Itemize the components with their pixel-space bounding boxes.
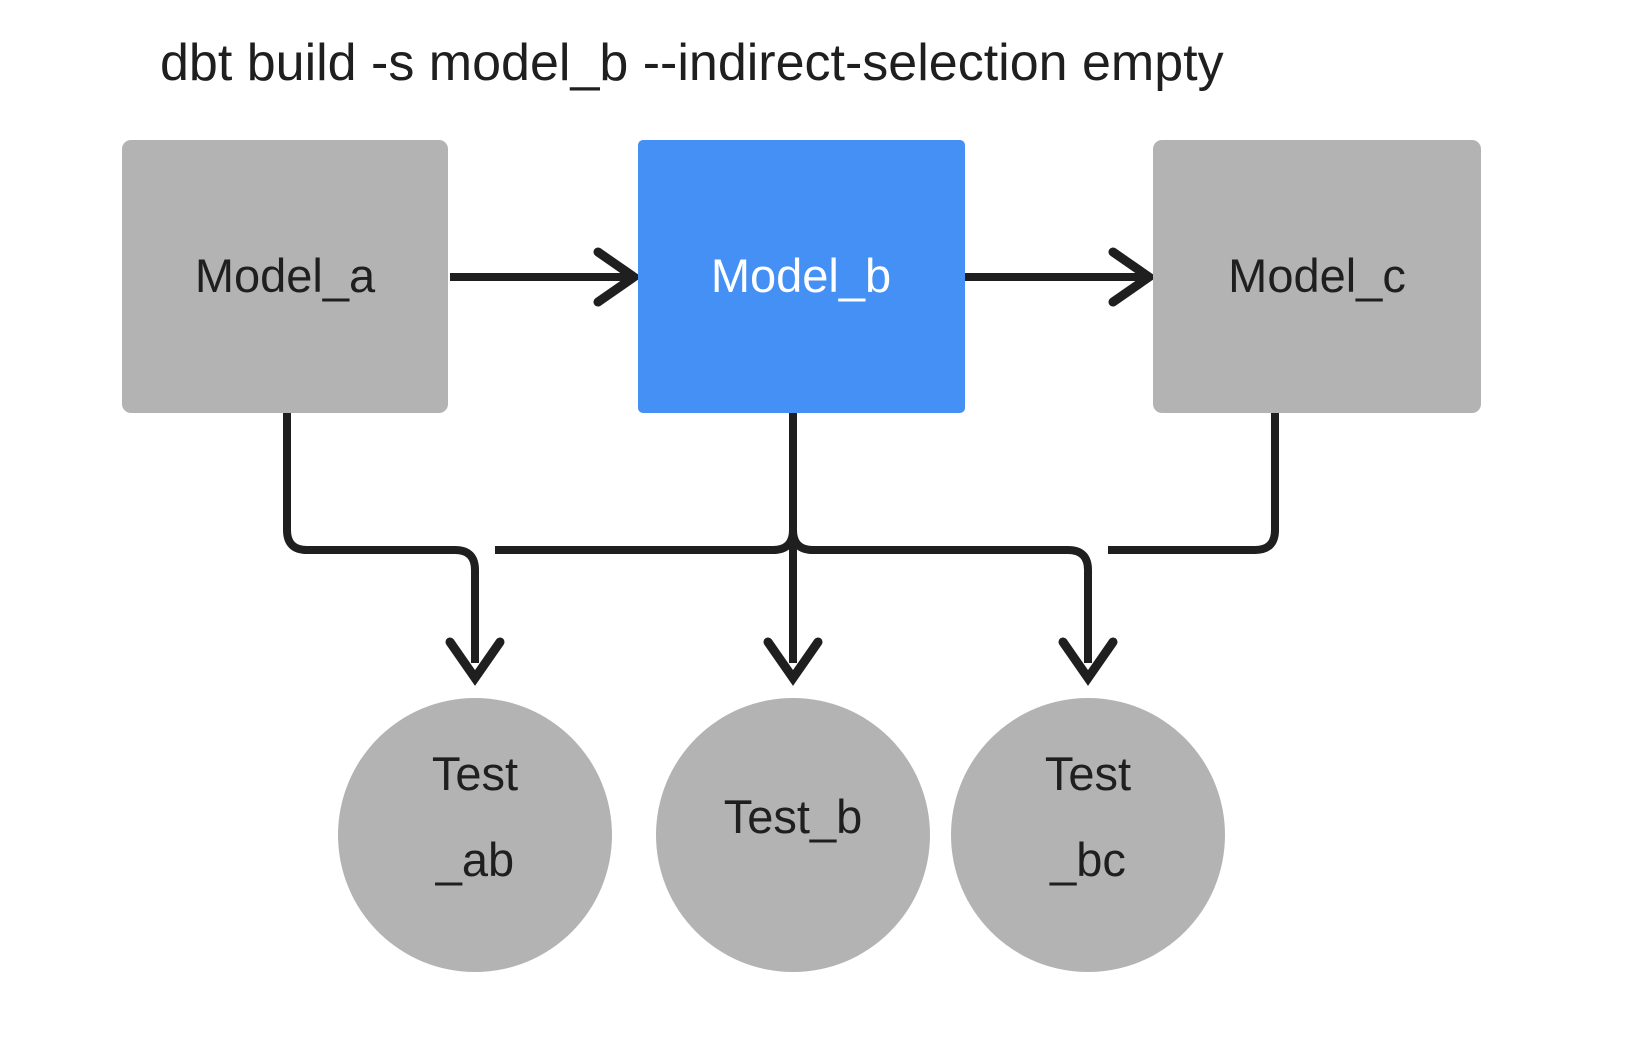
node-test-b[interactable]: Test_b [656, 698, 930, 972]
arrow-head-icon [1058, 637, 1118, 686]
node-label: Model_a [195, 249, 376, 302]
node-shape-circle[interactable] [338, 698, 612, 972]
edge-line [1108, 413, 1279, 554]
node-model-a[interactable]: Model_a [122, 140, 448, 413]
node-label-line-1: Test [432, 747, 518, 800]
node-label-line-1: Test_b [724, 790, 862, 843]
edge-model-b-to-test-bc [789, 529, 1092, 663]
node-label-line-2: _ab [435, 833, 514, 886]
edge-line [789, 529, 1092, 663]
node-shape-circle[interactable] [951, 698, 1225, 972]
arrow-head-icon [763, 637, 823, 686]
edge-layer [283, 247, 1279, 686]
edge-model-a-to-model-b [450, 247, 642, 307]
edge-model-a-to-test-ab [283, 413, 479, 663]
node-label: Model_b [711, 249, 891, 302]
edge-line [495, 529, 797, 554]
node-test-ab[interactable]: Test _ab [338, 698, 612, 972]
node-shape-circle[interactable] [656, 698, 930, 972]
node-shape-rect[interactable] [122, 140, 448, 413]
node-shape-rect[interactable] [638, 140, 965, 413]
node-test-bc[interactable]: Test _bc [951, 698, 1225, 972]
edge-model-b-to-test-ab [495, 529, 797, 554]
node-model-b[interactable]: Model_b [638, 140, 965, 413]
arrow-head-icon [445, 637, 505, 686]
edge-line [283, 413, 479, 663]
arrow-head-icon [1108, 247, 1157, 307]
arrow-head-icon [593, 247, 642, 307]
node-label-line-2: _bc [1049, 833, 1126, 886]
node-label: Model_c [1228, 249, 1406, 302]
node-model-c[interactable]: Model_c [1153, 140, 1481, 413]
page-title: dbt build -s model_b --indirect-selectio… [160, 34, 1224, 92]
node-label-line-1: Test [1045, 747, 1131, 800]
edge-model-b-to-model-c [965, 247, 1157, 307]
edge-model-c-to-test-bc [1108, 413, 1279, 554]
node-shape-rect[interactable] [1153, 140, 1481, 413]
